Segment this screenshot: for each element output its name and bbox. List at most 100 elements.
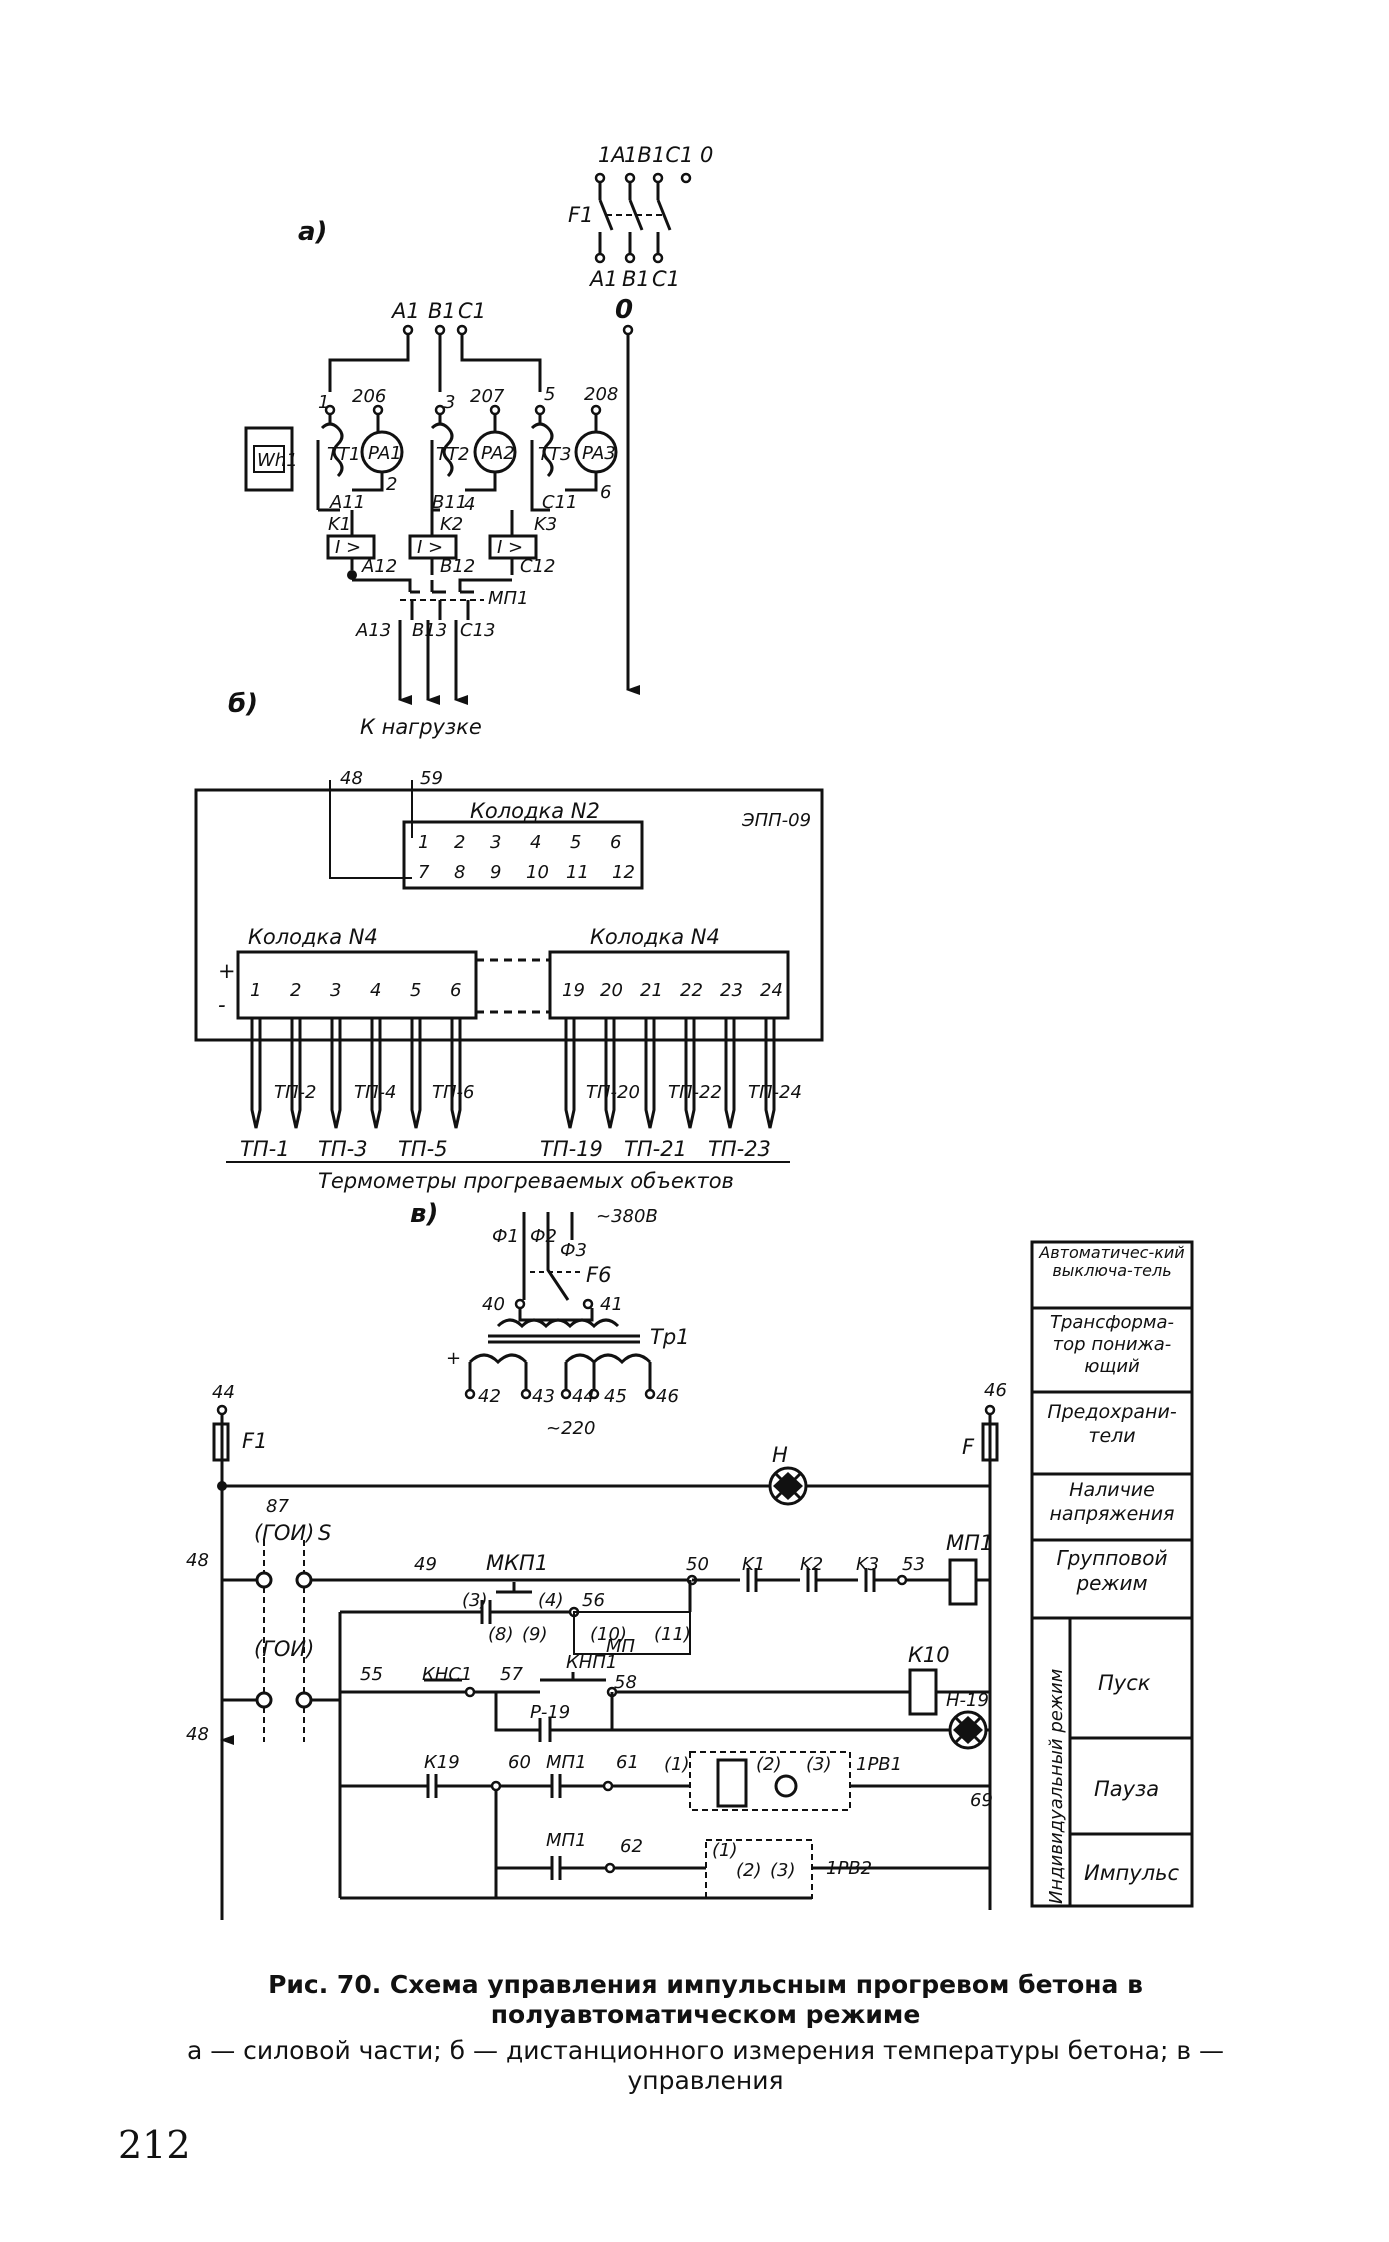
minus-sign: - xyxy=(218,993,226,1017)
num-6: 6 xyxy=(600,482,611,503)
plus-sign: + xyxy=(218,959,236,983)
wire-59: 59 xyxy=(420,768,443,789)
contactor-mp1 xyxy=(352,578,512,620)
wire-b13: B13 xyxy=(412,620,447,641)
rt-24: 24 xyxy=(760,980,783,1001)
tt2-label: TT2 xyxy=(436,444,469,465)
rv2-c2: (2) xyxy=(736,1860,762,1881)
caption-parts: а — силовой части; б — дистанционного из… xyxy=(186,2036,1225,2095)
fuse-right-label: F xyxy=(962,1435,975,1459)
tr-45: 45 xyxy=(604,1386,627,1407)
page-number: 212 xyxy=(118,2123,191,2167)
load-label: К нагрузке xyxy=(360,715,482,739)
mkp-contact-4: (4) xyxy=(538,1590,564,1611)
supply-1c: 1C xyxy=(652,143,680,167)
coil-mp1 xyxy=(948,1558,978,1606)
contact-k19: К19 xyxy=(424,1752,460,1773)
num-207: 207 xyxy=(470,386,505,407)
transformer-primary xyxy=(496,1318,620,1329)
phase-a1: A1 xyxy=(390,299,420,323)
thermocouple-probes xyxy=(250,1018,776,1129)
n2-t2: 2 xyxy=(454,832,465,853)
legend-start: Пуск xyxy=(1098,1671,1151,1695)
breaker-f1 xyxy=(594,172,692,264)
lt-6: 6 xyxy=(450,980,461,1001)
pa3-label: PA3 xyxy=(582,443,616,464)
wire-a13: A13 xyxy=(355,620,391,641)
num-4: 4 xyxy=(464,494,475,515)
rt-21: 21 xyxy=(640,980,663,1001)
tr-term-41: 41 xyxy=(600,1294,623,1315)
tp-19: ТП-19 xyxy=(540,1137,603,1161)
block-n4-left xyxy=(236,950,478,1020)
block-n2-row1: 1 2 3 4 5 6 xyxy=(418,832,621,853)
n2-t7: 7 xyxy=(418,862,430,883)
contact-k1: K1 xyxy=(742,1554,765,1575)
relay-k1-symbol: I > xyxy=(335,537,361,558)
wire-c12: C12 xyxy=(520,556,555,577)
tt1-label: TT1 xyxy=(327,444,360,465)
wire-69: 69 xyxy=(970,1790,993,1811)
lt-4: 4 xyxy=(370,980,381,1001)
contact-k2: K2 xyxy=(800,1554,823,1575)
n2-t10: 10 xyxy=(526,862,549,883)
wire-b12: B12 xyxy=(440,556,475,577)
lamp-h19-label: Н-19 xyxy=(946,1690,989,1711)
supply-380v: ~380В xyxy=(596,1206,658,1227)
button-mkp1: МКП1 xyxy=(486,1551,548,1575)
coil-k10 xyxy=(908,1668,938,1716)
legend-breaker: Автоматичес-кий выключа-тель xyxy=(1039,1244,1185,1280)
panel-c-control: в) Ф1 Ф2 Ф3 ~380В F6 40 41 Тр1 + 42 43 4… xyxy=(186,1199,1007,1920)
n2-t11: 11 xyxy=(566,862,589,883)
legend-transformer: Трансформа-тор понижа-ющий xyxy=(1049,1312,1175,1377)
transformer-secondary xyxy=(468,1353,652,1365)
thermometers-caption: Термометры прогреваемых объектов xyxy=(318,1169,734,1193)
panel-label-v: в) xyxy=(410,1199,438,1229)
lamp-h xyxy=(768,1466,808,1506)
tp-3: ТП-3 xyxy=(318,1137,368,1161)
neutral-label: 0 xyxy=(615,295,633,325)
device-epp09 xyxy=(194,788,824,1042)
block-n4-right-label: Колодка N4 xyxy=(590,925,720,949)
rt-23: 23 xyxy=(720,980,743,1001)
timer-1rv1-label: 1РВ1 xyxy=(856,1754,902,1775)
wire-c13: C13 xyxy=(460,620,495,641)
relay-k1: K1 xyxy=(328,514,351,535)
right-terminals: 19 20 21 22 23 24 xyxy=(562,980,783,1001)
legend-pause: Пауза xyxy=(1094,1777,1159,1801)
tp-5: ТП-5 xyxy=(398,1137,448,1161)
relay-k2-symbol: I > xyxy=(417,537,443,558)
tp-1: ТП-1 xyxy=(240,1137,290,1161)
num-2: 2 xyxy=(386,474,397,495)
tp-2: ТП-2 xyxy=(274,1082,316,1103)
contact-9: (9) xyxy=(522,1624,548,1645)
legend-individual: Индивидуальный режим xyxy=(1046,1669,1067,1904)
tp-24: ТП-24 xyxy=(748,1082,802,1103)
supply-1a: 1A xyxy=(598,143,626,167)
num-206: 206 xyxy=(352,386,386,407)
transformer-tr1: Тр1 xyxy=(650,1325,690,1349)
rv2-c3: (3) xyxy=(770,1860,796,1881)
lt-1: 1 xyxy=(250,980,261,1001)
tp-21: ТП-21 xyxy=(624,1137,687,1161)
wire-53: 53 xyxy=(902,1554,925,1575)
wire-57: 57 xyxy=(500,1664,523,1685)
tt3-label: TT3 xyxy=(538,444,571,465)
button-knc1: КНС1 xyxy=(422,1664,472,1685)
figure-caption: Рис. 70. Схема управления импульсным про… xyxy=(118,1970,1293,2096)
out-c1: C1 xyxy=(652,267,680,291)
tp-20: ТП-20 xyxy=(586,1082,640,1103)
n2-t12: 12 xyxy=(612,862,635,883)
fuse-left-label: F1 xyxy=(242,1429,267,1453)
block-n4-right xyxy=(548,950,790,1020)
lt-2: 2 xyxy=(290,980,301,1001)
device-label: ЭПП-09 xyxy=(741,810,811,831)
panel-label-b: б) xyxy=(228,689,258,719)
button-knp1: КНП1 xyxy=(566,1652,617,1673)
phase-f3: Ф3 xyxy=(560,1240,587,1261)
relay-p19: Р-19 xyxy=(530,1702,570,1723)
wire-b11: B11 xyxy=(432,492,467,513)
num-208: 208 xyxy=(584,384,618,405)
out-b1: B1 xyxy=(622,267,650,291)
rv1-c3: (3) xyxy=(806,1754,832,1775)
